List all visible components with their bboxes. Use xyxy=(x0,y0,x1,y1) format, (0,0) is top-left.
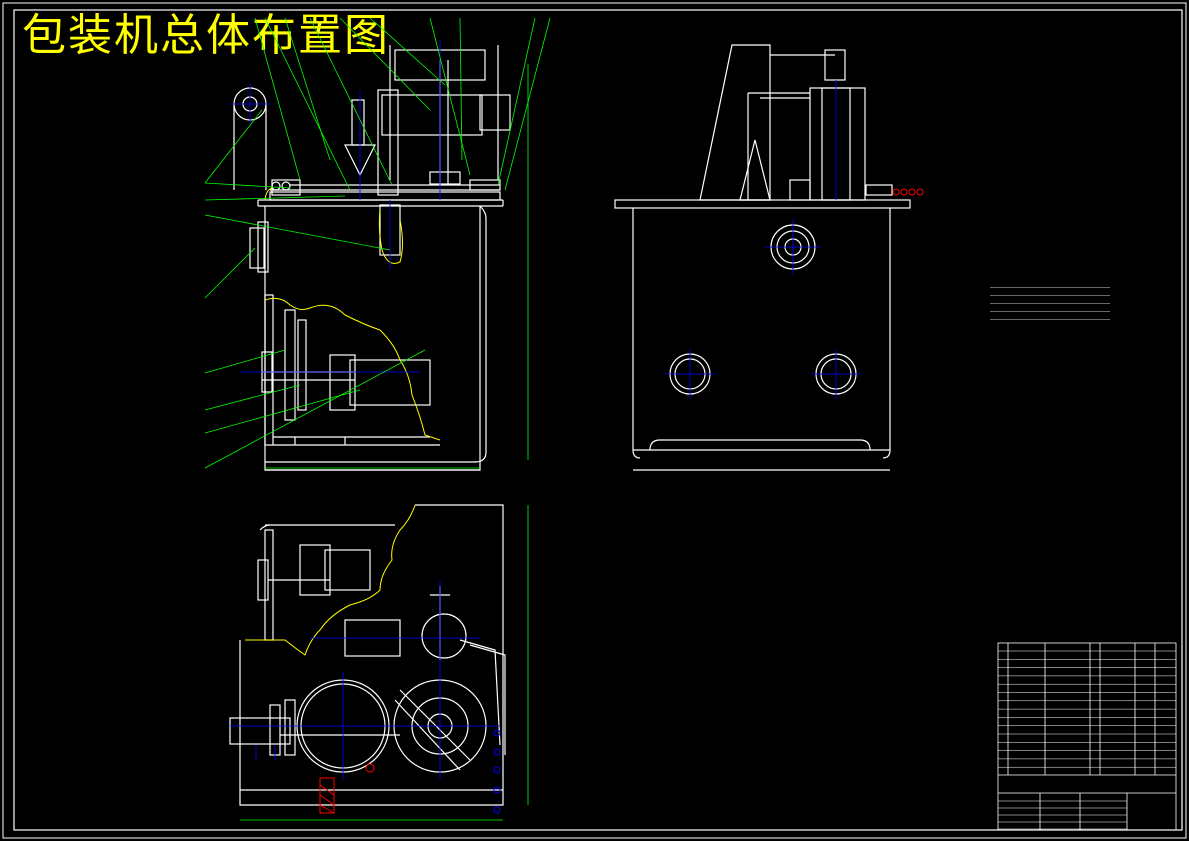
side-view-center-lines xyxy=(665,80,861,399)
side-view-hatch xyxy=(892,188,924,196)
front-view-break-lines xyxy=(264,187,441,441)
top-view-center-lines xyxy=(230,580,500,780)
title-block xyxy=(997,642,1177,831)
side-view xyxy=(614,44,911,471)
note-line xyxy=(990,298,1110,304)
note-line xyxy=(990,282,1110,288)
front-view-center-lines xyxy=(230,40,441,373)
note-line xyxy=(990,290,1110,296)
note-line xyxy=(990,306,1110,312)
technical-notes xyxy=(990,282,1110,322)
top-view xyxy=(229,504,506,806)
inner-border xyxy=(13,9,1183,831)
title-block-rows xyxy=(998,650,1176,830)
note-line xyxy=(990,314,1110,320)
top-view-bolts xyxy=(493,729,501,814)
front-view-leaders xyxy=(204,17,551,469)
top-view-break-lines xyxy=(245,504,416,656)
drawing-title: 包装机总体布置图 xyxy=(22,10,390,61)
front-view xyxy=(233,45,511,471)
top-view-dimensions xyxy=(240,505,529,821)
top-view-hatch xyxy=(319,763,375,814)
